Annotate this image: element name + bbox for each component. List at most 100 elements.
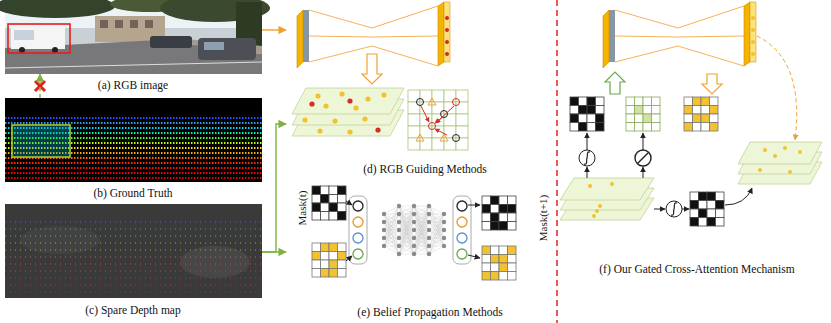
connector-arrow — [262, 29, 286, 30]
bracket — [453, 196, 471, 264]
flow-arrow — [421, 106, 429, 122]
rgb-photo — [52, 47, 58, 53]
state-circles — [457, 249, 467, 259]
feature-dots — [592, 214, 596, 218]
neural-network — [384, 230, 399, 246]
grid-map — [499, 196, 508, 205]
grid-map — [338, 269, 347, 278]
flow-arrow — [654, 209, 665, 210]
sparse-depth-map — [5, 204, 262, 298]
neural-network — [399, 246, 414, 254]
mask-label: Mask(t+1) — [537, 195, 549, 242]
grid-map — [596, 97, 605, 106]
grid-map — [499, 272, 508, 281]
flow-arrow — [757, 36, 797, 140]
feature-dots — [588, 184, 592, 188]
feature-dots — [595, 209, 599, 213]
neural-network — [429, 238, 444, 254]
grid-map — [508, 246, 517, 255]
neural-network — [384, 206, 399, 238]
grid-map — [693, 114, 702, 123]
grid-map — [456, 114, 468, 126]
sparse-points — [5, 270, 262, 271]
sparse-points — [5, 222, 262, 292]
grid-map — [684, 114, 693, 123]
method-panel: (d) RGB Guiding Methods — [286, 0, 536, 178]
grid-map — [499, 255, 508, 264]
feature-dots — [323, 103, 328, 108]
grid-map — [635, 106, 644, 115]
rgb-photo — [150, 36, 192, 48]
neural-network — [399, 206, 414, 246]
feature-dots — [751, 16, 755, 56]
neural-network — [384, 238, 399, 246]
grid-map — [690, 192, 724, 226]
flow-arrow — [346, 201, 352, 205]
grid-map — [491, 255, 500, 264]
neural-network — [427, 252, 431, 256]
neural-network — [427, 228, 431, 232]
panel-caption: (c) Spare Depth map — [85, 303, 180, 317]
feature-dots — [375, 127, 380, 132]
neural-network — [384, 206, 399, 214]
encoder-decoder — [678, 36, 744, 37]
neural-network — [384, 214, 399, 254]
encoder-decoder — [603, 10, 609, 68]
encoder-decoder — [372, 46, 438, 66]
grid-map — [707, 218, 716, 227]
feature-dots — [773, 154, 777, 158]
grid-map — [491, 246, 500, 255]
state-circles — [457, 233, 467, 243]
rgb-photo — [100, 20, 108, 28]
flow-arrow — [468, 205, 480, 206]
neural-network — [384, 230, 399, 246]
grid-map — [579, 114, 588, 123]
neural-network — [384, 246, 399, 247]
divider-line — [556, 0, 558, 323]
grid-map — [643, 97, 652, 106]
flow-arrow — [468, 205, 480, 206]
neural-network — [397, 252, 401, 256]
feature-dots — [445, 16, 449, 20]
flow-arrow — [346, 201, 352, 205]
flow-arrow — [682, 209, 689, 210]
grid-map — [456, 126, 468, 138]
state-circles — [353, 217, 363, 227]
feature-dots — [445, 28, 449, 32]
grid-map — [321, 243, 330, 252]
flow-arrow — [436, 106, 454, 123]
depth-ground-truth — [12, 125, 70, 157]
neural-network — [399, 206, 414, 238]
neural-network — [399, 230, 414, 254]
grid-map — [596, 123, 605, 132]
neural-network — [397, 236, 401, 240]
neural-network — [442, 220, 446, 224]
hollow-arrow — [605, 72, 625, 94]
grid-map — [312, 212, 321, 221]
grid-map — [329, 252, 338, 261]
feature-dots — [783, 146, 787, 150]
grid-map — [596, 106, 605, 115]
grid-map — [693, 97, 702, 106]
neural-network — [414, 214, 429, 254]
neural-network — [429, 222, 444, 254]
stop-symbol — [635, 150, 651, 166]
grid-map — [707, 201, 716, 210]
neural-network — [414, 206, 429, 254]
neural-network — [414, 222, 429, 254]
grid-map — [312, 243, 346, 277]
rgb-photo — [130, 20, 138, 28]
feature-dots — [758, 146, 802, 174]
neural-network — [414, 214, 429, 254]
grid-map — [684, 106, 693, 115]
feature-layers — [292, 88, 404, 114]
neural-network — [429, 206, 444, 214]
flow-arrow — [587, 133, 588, 150]
mask-label: Mask(t) — [296, 191, 308, 226]
sparse-points — [5, 263, 262, 264]
grid-map — [499, 246, 508, 255]
neural-network — [382, 228, 386, 232]
grid-map — [312, 260, 321, 269]
grid-map — [321, 260, 330, 269]
encoder-decoder — [750, 2, 756, 62]
